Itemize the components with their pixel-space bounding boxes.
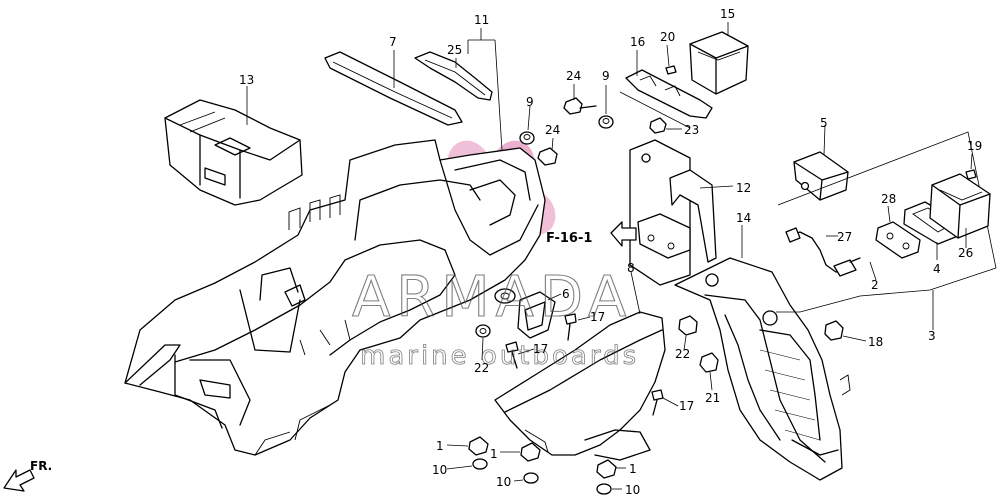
front-direction-arrow: FR. xyxy=(3,459,52,492)
part-24-bolt-lower xyxy=(537,147,558,166)
callout-23: 23 xyxy=(684,123,699,137)
part-17-bolt-a xyxy=(564,313,577,341)
callout-26: 26 xyxy=(958,246,973,260)
part-25-seal xyxy=(414,51,493,101)
callout-9-lower: 9 xyxy=(526,95,534,109)
part-21-nut xyxy=(699,352,719,373)
callout-6: 6 xyxy=(562,287,570,301)
part-17-bolt-c xyxy=(651,389,664,416)
part-6-grommet xyxy=(494,288,516,304)
part-14-license-bracket xyxy=(674,257,851,481)
callout-9-upper: 9 xyxy=(602,69,610,83)
callout-10-b: 10 xyxy=(496,475,511,489)
part-18-nut xyxy=(824,320,844,341)
callout-3: 3 xyxy=(928,329,936,343)
callout-1-c: 1 xyxy=(629,462,637,476)
callout-17-c: 17 xyxy=(679,399,694,413)
part-20-screw xyxy=(665,65,677,75)
part-7-seal xyxy=(324,51,463,126)
part-26-lens xyxy=(929,173,991,239)
part-10-washer-a xyxy=(472,458,488,470)
part-19-screw xyxy=(965,169,977,180)
callout-22-a: 22 xyxy=(474,361,489,375)
part-23-nut xyxy=(649,117,667,134)
callout-28: 28 xyxy=(881,192,896,206)
part-17-bolt-b xyxy=(505,341,519,369)
callout-17-b: 17 xyxy=(533,342,548,356)
part-13-battery-box xyxy=(164,99,303,206)
callout-15: 15 xyxy=(720,7,735,21)
part-27-wire xyxy=(785,227,849,273)
part-10-washer-c xyxy=(596,483,612,495)
callout-20: 20 xyxy=(660,30,675,44)
part-1-clip-b xyxy=(520,442,541,462)
callout-24-lower: 24 xyxy=(545,123,560,137)
callout-14: 14 xyxy=(736,211,751,225)
part-8-cover xyxy=(494,311,666,461)
callout-18: 18 xyxy=(868,335,883,349)
part-9-grommet-upper xyxy=(598,115,614,129)
callout-19: 19 xyxy=(967,139,982,153)
rear-fender-body xyxy=(124,139,546,456)
callout-10-c: 10 xyxy=(625,483,640,497)
part-1-clip-c xyxy=(596,459,617,479)
front-direction-label: FR. xyxy=(30,459,52,473)
callout-2: 2 xyxy=(871,278,879,292)
callout-10-a: 10 xyxy=(432,463,447,477)
callout-7: 7 xyxy=(389,35,397,49)
callout-25: 25 xyxy=(447,43,462,57)
callout-16: 16 xyxy=(630,35,645,49)
part-28-socket xyxy=(875,221,921,259)
part-9-grommet-lower xyxy=(519,131,535,145)
callout-24-upper: 24 xyxy=(566,69,581,83)
part-10-washer-b xyxy=(523,472,539,484)
part-12-stay xyxy=(629,139,717,286)
callout-27: 27 xyxy=(837,230,852,244)
callout-13: 13 xyxy=(239,73,254,87)
leader-lines xyxy=(246,22,973,490)
callout-1-b: 1 xyxy=(490,447,498,461)
part-16-bracket xyxy=(619,69,713,129)
part-15-lens-cover xyxy=(689,31,749,95)
part-5-reflector xyxy=(793,151,849,201)
callout-21: 21 xyxy=(705,391,720,405)
reference-label: F-16-1 xyxy=(546,231,592,246)
part-3-assembly-outline xyxy=(776,131,997,313)
callout-4: 4 xyxy=(933,262,941,276)
callout-5: 5 xyxy=(820,116,828,130)
watermark-brand: ARMADA xyxy=(352,265,632,330)
callout-11: 11 xyxy=(474,13,489,27)
part-2-bulb xyxy=(833,257,861,277)
direction-arrow-f16 xyxy=(610,221,637,247)
callout-17-a: 17 xyxy=(590,310,605,324)
part-22-nut-b xyxy=(678,315,698,336)
part-24-bolt-upper xyxy=(563,97,597,115)
callout-numbers: 7 11 25 13 24 9 9 24 16 20 23 15 5 19 12… xyxy=(239,7,982,497)
callout-1-a: 1 xyxy=(436,439,444,453)
callout-8: 8 xyxy=(627,261,635,275)
callout-12: 12 xyxy=(736,181,751,195)
callout-22-b: 22 xyxy=(675,347,690,361)
part-1-clip-a xyxy=(468,436,489,456)
part-22-nut-a xyxy=(475,324,491,338)
watermark: ARMADA marine outboards xyxy=(351,264,639,371)
part-6-clip xyxy=(517,291,556,339)
watermark-subtitle: marine outboards xyxy=(360,341,639,371)
